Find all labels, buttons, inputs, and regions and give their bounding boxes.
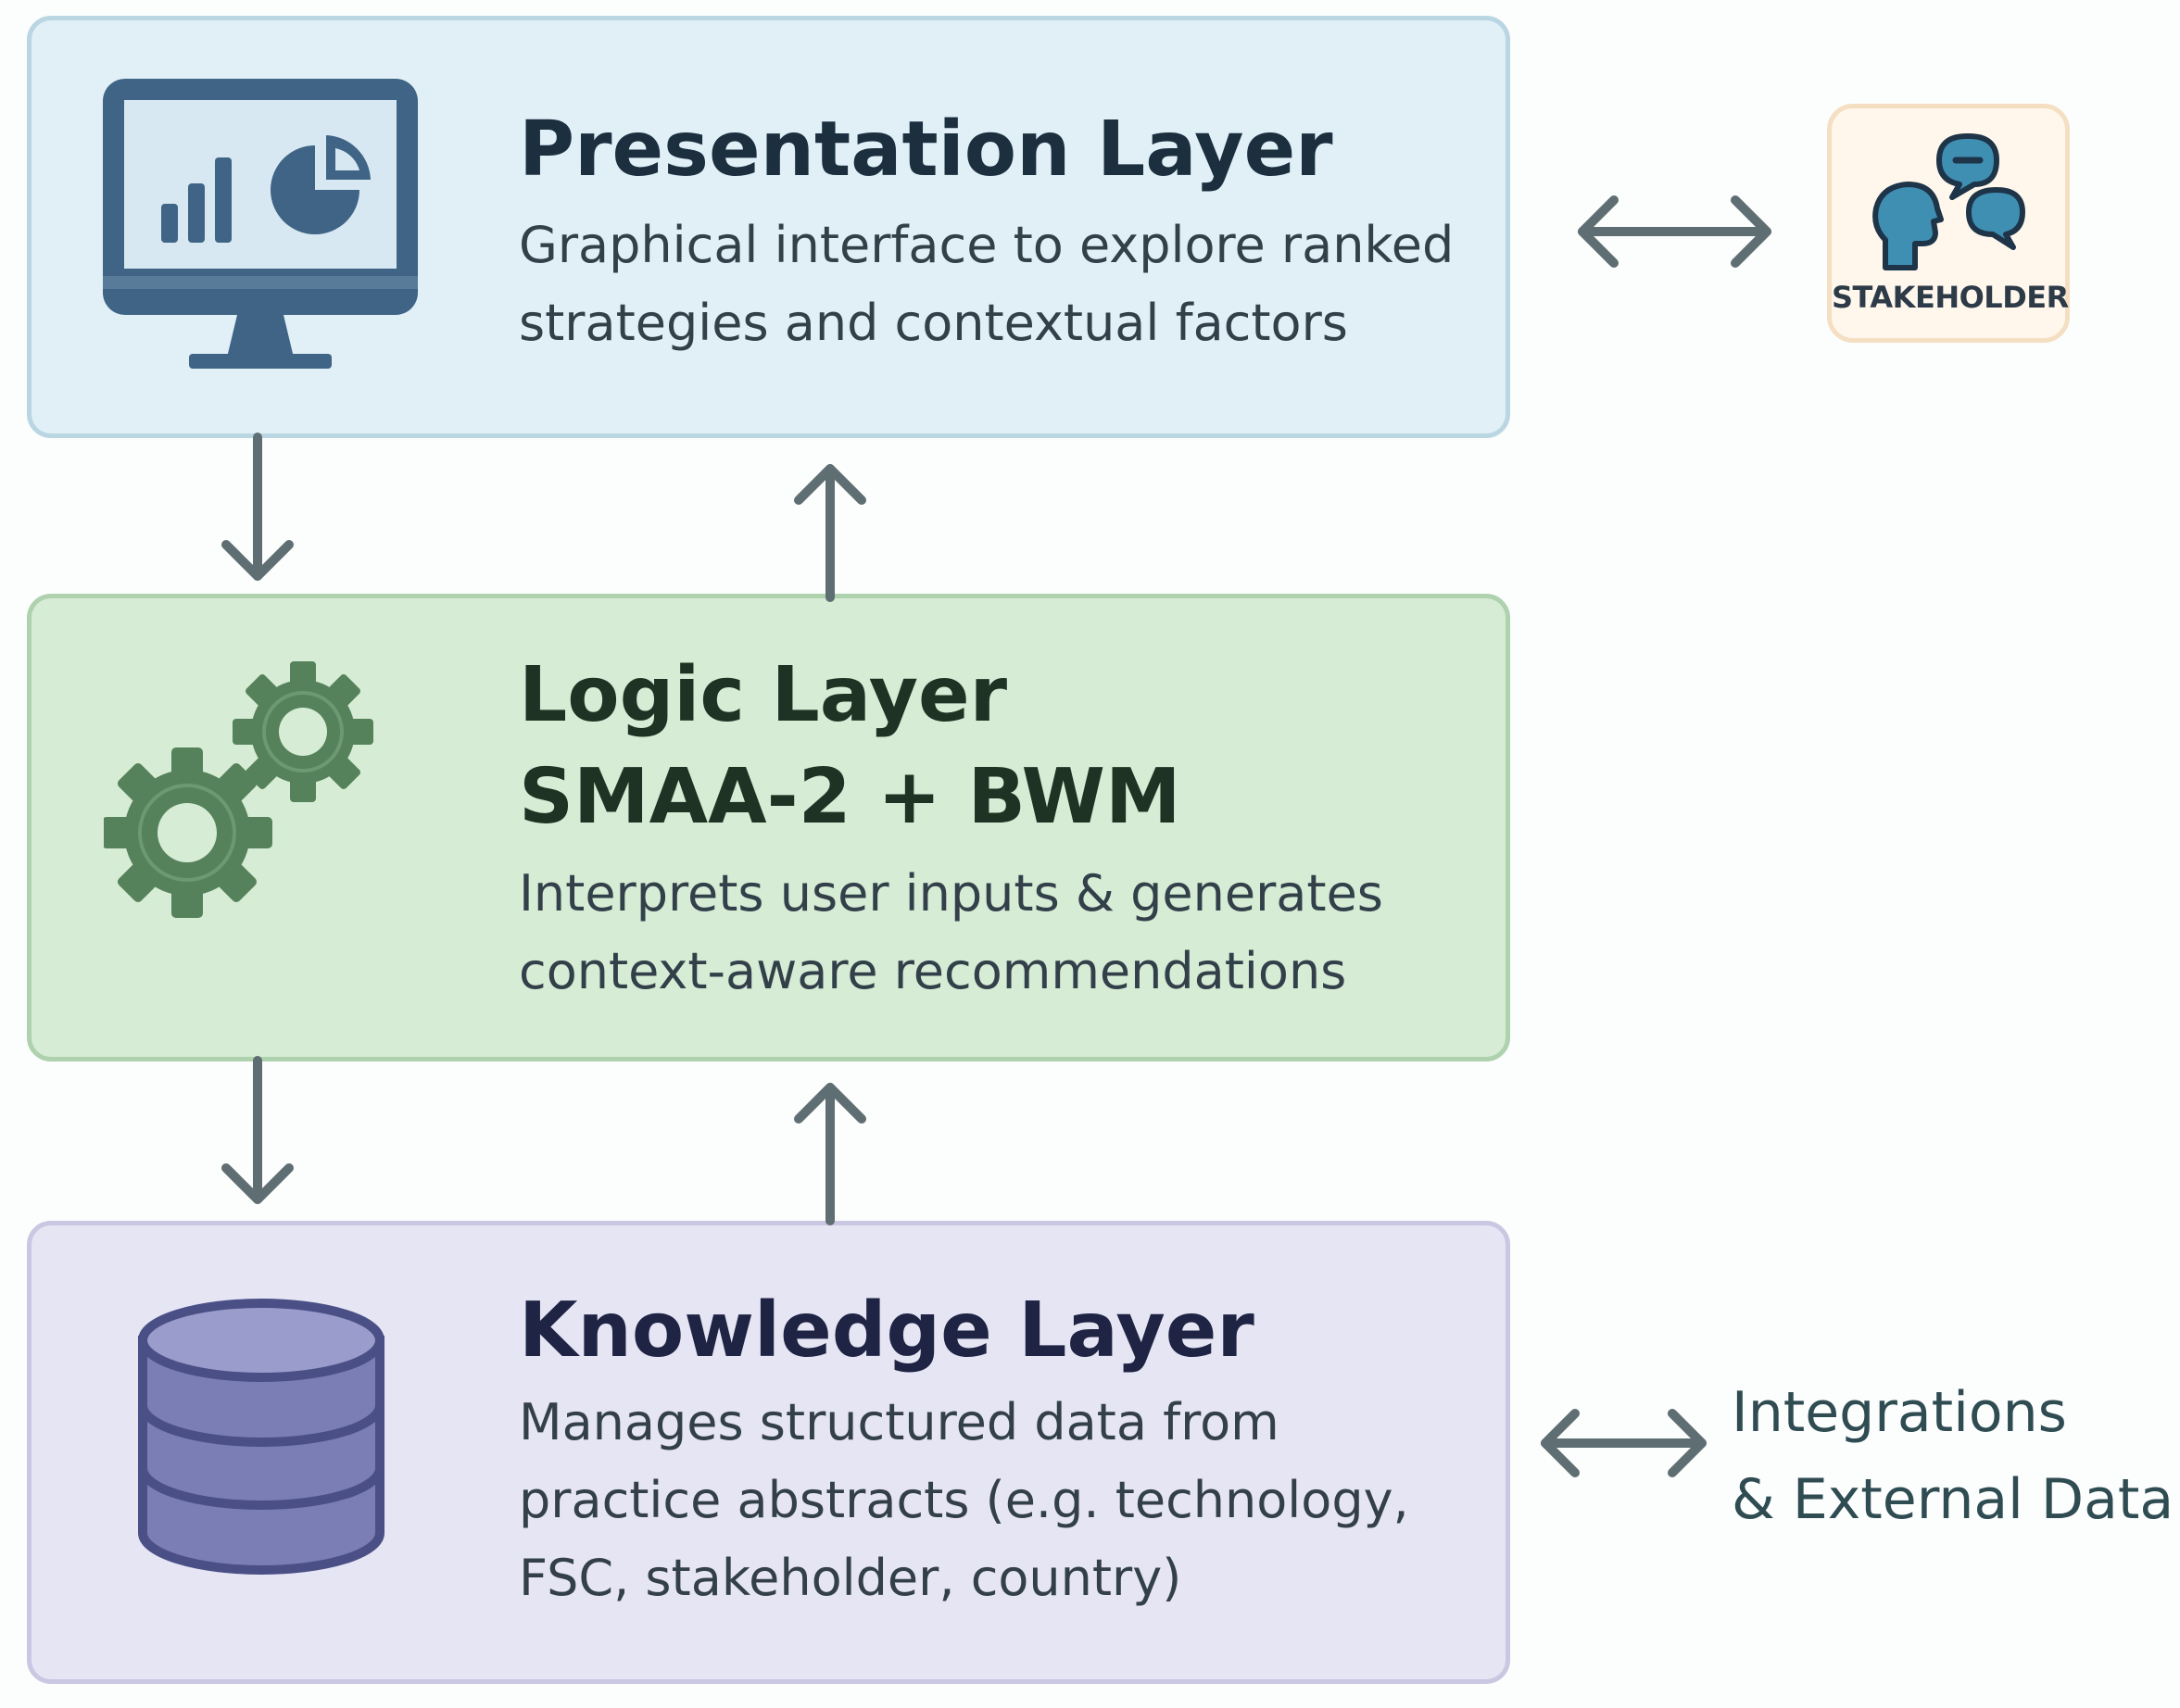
gears-icon (104, 661, 373, 918)
arrow-presentation-stakeholder (1578, 195, 1771, 268)
monitor-chart-icon (103, 79, 418, 369)
knowledge-layer-description-line-2: practice abstracts (e.g. technology, (519, 1471, 1409, 1530)
knowledge-layer-box: Knowledge Layer Manages structured data … (27, 1221, 1510, 1684)
knowledge-layer-title: Knowledge Layer (519, 1287, 1254, 1375)
stakeholder-dialogue-icon (1872, 133, 2025, 270)
arrow-down-logic-to-knowledge (221, 1056, 294, 1204)
knowledge-layer-description-line-3: FSC, stakeholder, country) (519, 1549, 1182, 1608)
presentation-layer-title: Presentation Layer (519, 106, 1333, 194)
stakeholder-label: STAKEHOLDER (1832, 280, 2069, 315)
integrations-label-line-2: & External Data (1732, 1467, 2174, 1532)
stakeholder-card: STAKEHOLDER (1827, 104, 2070, 343)
logic-layer-title: Logic Layer (519, 651, 1008, 739)
presentation-layer-description-line-2: strategies and contextual factors (519, 294, 1348, 353)
logic-layer-method: SMAA-2 + BWM (519, 753, 1181, 842)
knowledge-layer-description-line-1: Manages structured data from (519, 1393, 1279, 1452)
arrow-knowledge-external (1541, 1409, 1707, 1477)
presentation-layer-box: Presentation Layer Graphical interface t… (27, 16, 1510, 438)
presentation-layer-description-line-1: Graphical interface to explore ranked (519, 216, 1455, 275)
logic-layer-description-line-1: Interprets user inputs & generates (519, 863, 1383, 923)
arrow-up-logic-to-presentation (794, 464, 866, 602)
arrow-up-knowledge-to-logic (794, 1083, 866, 1225)
integrations-label-line-1: Integrations (1732, 1380, 2067, 1445)
logic-layer-box: Logic Layer SMAA-2 + BWM Interprets user… (27, 594, 1510, 1061)
integrations-external-data-label: Integrations & External Data (1732, 1369, 2174, 1543)
database-icon (138, 1299, 384, 1575)
arrow-down-presentation-to-logic (221, 433, 294, 581)
logic-layer-description-line-2: context-aware recommendations (519, 941, 1347, 1000)
